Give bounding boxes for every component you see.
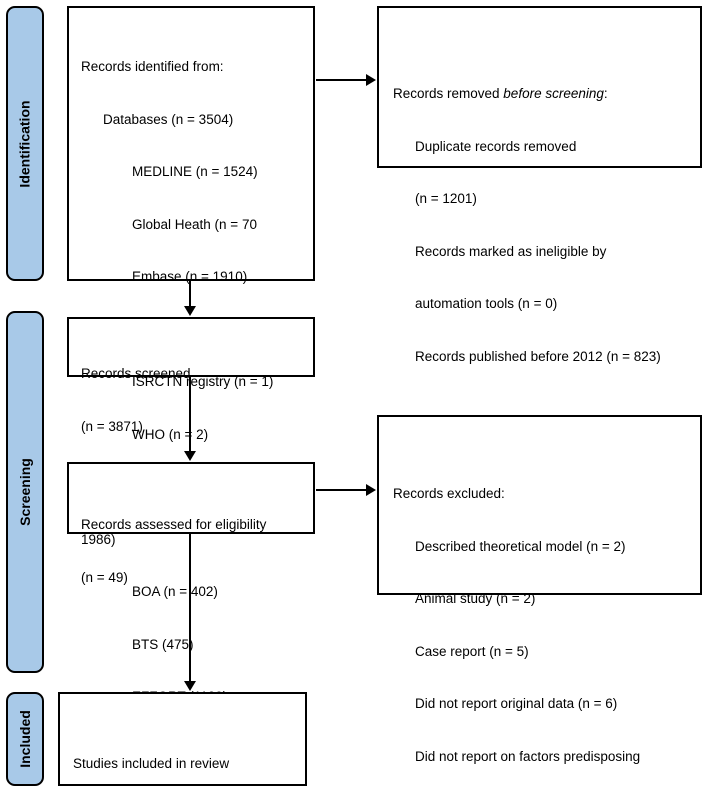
box-records-screened-text: Records screened (n = 3871)	[81, 330, 309, 470]
box-records-excluded-text: Records excluded: Described theoretical …	[393, 450, 693, 792]
arrow-assessed-to-included	[189, 534, 191, 682]
records-identified-line: BTS (475)	[132, 636, 194, 652]
records-excluded-line: Described theoretical model (n = 2)	[415, 538, 626, 554]
records-removed-title: Records removed before screening:	[393, 85, 693, 103]
records-identified-line: Global Heath (n = 70	[132, 216, 257, 232]
records-removed-line: Records marked as ineligible by	[415, 243, 607, 259]
box-records-excluded: Records excluded: Described theoretical …	[377, 415, 702, 764]
records-removed-line: Duplicate records removed	[415, 138, 577, 154]
arrow-identified-to-removed	[316, 79, 367, 81]
records-removed-title-pre: Records removed	[393, 86, 504, 101]
records-identified-title: Records identified from:	[81, 59, 224, 74]
arrow-screened-to-assessed	[189, 377, 191, 452]
box-records-assessed: Records assessed for eligibility (n = 49…	[67, 462, 315, 585]
records-assessed-line: Records assessed for eligibility	[81, 517, 267, 532]
arrow-identified-to-screened	[189, 281, 191, 307]
phase-bar-screening: Screening	[6, 311, 44, 673]
records-identified-line: MEDLINE (n = 1524)	[132, 164, 258, 179]
records-assessed-line: (n = 49)	[81, 569, 128, 585]
studies-included-line: Studies included in review	[73, 756, 230, 771]
box-records-assessed-text: Records assessed for eligibility (n = 49…	[81, 481, 309, 621]
phase-bar-included: Included	[6, 692, 44, 786]
records-excluded-title: Records excluded:	[393, 486, 505, 501]
records-identified-line: BOA (n = 402)	[132, 584, 218, 599]
phase-label-included: Included	[17, 710, 33, 768]
records-excluded-line: Animal study (n = 2)	[415, 591, 536, 606]
phase-label-identification: Identification	[17, 99, 33, 188]
box-studies-included: Studies included in review (n = 21)	[58, 692, 307, 786]
records-identified-line: 1986)	[81, 531, 116, 547]
phase-bar-identification: Identification	[6, 6, 44, 281]
records-identified-line: ISRCTN registry (n = 1)	[132, 374, 274, 389]
box-records-removed-text: Records removed before screening: Duplic…	[393, 50, 693, 400]
records-screened-line: (n = 3871)	[81, 418, 143, 434]
records-removed-line: (n = 1201)	[415, 191, 477, 206]
records-removed-title-italic: before screening	[503, 86, 604, 101]
records-removed-line: Records published before 2012 (n = 823)	[415, 348, 661, 364]
box-records-screened: Records screened (n = 3871)	[67, 317, 315, 434]
records-excluded-line: Case report (n = 5)	[415, 643, 529, 659]
records-identified-line: Embase (n = 1910)	[132, 269, 248, 284]
box-records-removed: Records removed before screening: Duplic…	[377, 6, 702, 364]
phase-label-screening: Screening	[17, 458, 34, 526]
records-screened-line: Records screened	[81, 366, 191, 381]
records-excluded-line: Did not report original data (n = 6)	[415, 696, 618, 711]
arrow-assessed-to-excluded	[316, 489, 367, 491]
records-excluded-line: Did not report on factors predisposing	[415, 748, 641, 764]
records-removed-line: automation tools (n = 0)	[415, 296, 558, 311]
records-identified-line: Databases (n = 3504)	[103, 111, 234, 127]
box-records-identified: Records identified from: Databases (n = …	[67, 6, 315, 757]
box-studies-included-text: Studies included in review (n = 21)	[73, 720, 301, 792]
records-removed-title-post: :	[603, 86, 608, 101]
